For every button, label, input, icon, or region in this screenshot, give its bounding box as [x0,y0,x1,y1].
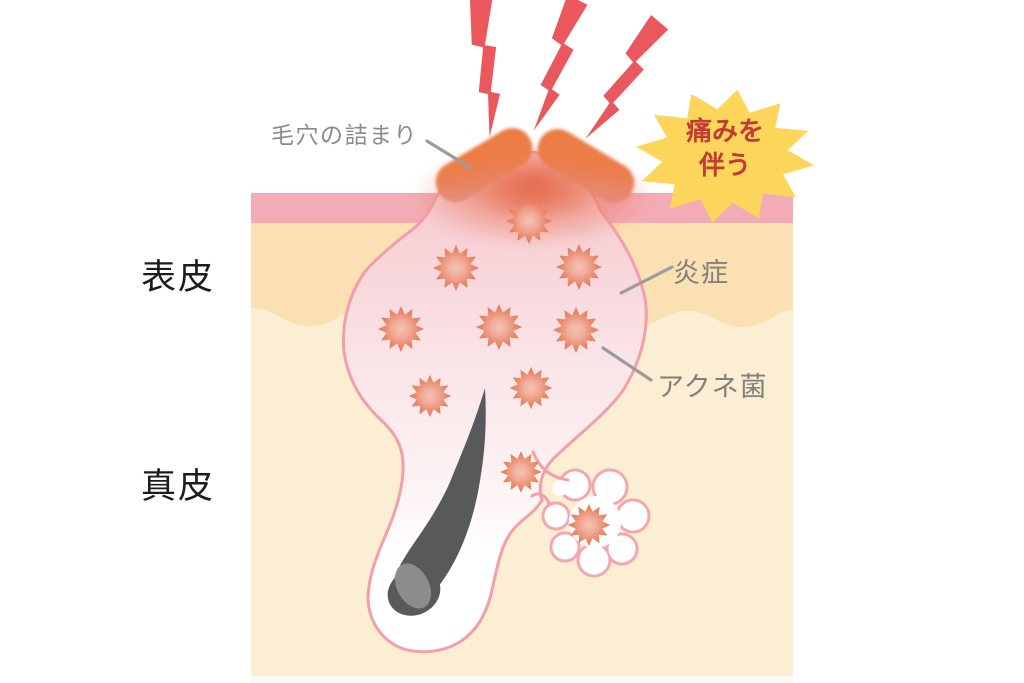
pore-plug-right-lobe [537,129,635,203]
label-clogged-pore: 毛穴の詰まり [271,122,418,148]
pain-burst-text-line1: 痛みを [685,116,764,146]
pore-plug [435,128,635,203]
label-epidermis: 表皮 [141,258,216,297]
gland-duct-lower-edge [530,492,551,505]
inflammation-pointer [619,265,674,295]
hair-bulb [394,563,432,609]
acne-bacteria-pointer [601,346,653,382]
gland-duct-upper-edge [531,450,570,482]
sebaceous-gland [530,450,651,578]
pointer-lines [425,139,674,382]
hair-follicle [387,388,486,616]
bottom-edge [251,676,793,683]
label-inflammation: 炎症 [673,258,729,288]
pain-burst [635,89,815,223]
pain-burst-text: 痛みを 伴う [645,114,805,182]
label-dermis: 真皮 [141,467,216,506]
gland-duct-opening [552,480,568,496]
pore-plug-left-lobe [435,128,533,202]
pain-lightning-bolts [466,0,671,148]
pain-burst-text-line2: 伴う [698,150,751,180]
clogged-pore-pointer [425,139,473,170]
label-acne-bacteria: アクネ菌 [657,372,768,402]
